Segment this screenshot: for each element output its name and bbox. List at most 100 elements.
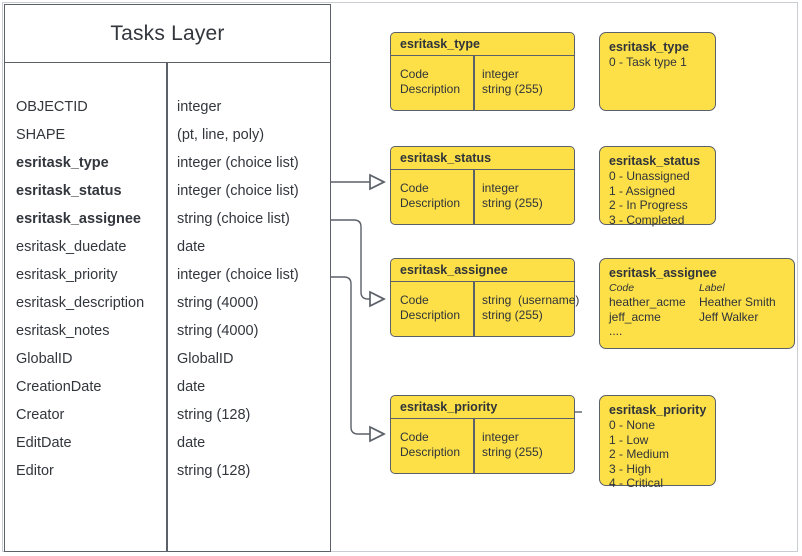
value-line: 0 - Task type 1: [609, 55, 687, 69]
field-type: date: [177, 239, 206, 255]
field-row[interactable]: Creator string (128): [5, 401, 330, 429]
field-row[interactable]: Editor string (128): [5, 457, 330, 485]
field-name: Editor: [16, 463, 54, 479]
field-row[interactable]: esritask_status integer (choice list): [5, 177, 330, 205]
definition-box-title: esritask_assignee: [391, 259, 574, 282]
field-row[interactable]: esritask_description string (4000): [5, 289, 330, 317]
definition-box-right-column: string (username) string (255): [482, 293, 580, 322]
field-row[interactable]: esritask_assignee string (choice list): [5, 205, 330, 233]
value-grid-row: ....: [609, 324, 785, 339]
value-grid-code: heather_acme: [609, 295, 686, 309]
connector-assignee: [331, 276, 384, 434]
field-name: OBJECTID: [16, 99, 88, 115]
value-grid-header: Code Label: [609, 281, 785, 295]
value-line: 1 - Assigned: [609, 183, 676, 198]
field-type: integer (choice list): [177, 267, 299, 283]
field-name: esritask_assignee: [16, 211, 141, 227]
field-type: string (128): [177, 463, 251, 479]
field-type: date: [177, 379, 206, 395]
field-name: CreationDate: [16, 379, 102, 395]
definition-box-esritask-assignee[interactable]: esritask_assignee Code Description strin…: [390, 258, 579, 337]
value-box-lines: 0 - Task type 1: [609, 55, 706, 70]
value-line: 4 - Critical: [609, 476, 664, 490]
field-type: string (128): [177, 407, 251, 423]
definition-box-right-column: integer string (255): [482, 67, 543, 96]
field-row[interactable]: OBJECTID integer: [5, 93, 330, 121]
value-grid-header-code: Code: [609, 282, 635, 294]
definition-box-esritask-type[interactable]: esritask_type Code Description integer s…: [390, 32, 575, 111]
value-grid-code: ....: [609, 324, 623, 338]
value-line: 0 - Unassigned: [609, 169, 690, 183]
field-type: integer (choice list): [177, 155, 299, 171]
value-line: 2 - Medium: [609, 447, 670, 461]
definition-box-title: esritask_priority: [391, 396, 574, 419]
field-type: integer (choice list): [177, 183, 299, 199]
field-name: Creator: [16, 407, 65, 423]
field-name: esritask_type: [16, 155, 109, 171]
field-row[interactable]: esritask_type integer (choice list): [5, 149, 330, 177]
field-name: EditDate: [16, 435, 72, 451]
definition-box-title: esritask_type: [391, 33, 574, 56]
field-name: esritask_priority: [16, 267, 118, 283]
field-row[interactable]: CreationDate date: [5, 373, 330, 401]
entity-column-divider: [166, 63, 168, 551]
value-line: 3 - Completed: [609, 212, 685, 227]
value-grid-row: jeff_acme Jeff Walker: [609, 310, 785, 325]
field-type: string (4000): [177, 295, 259, 311]
value-line: 3 - High: [609, 461, 652, 476]
definition-box-body: Code Description integer string (255): [391, 170, 574, 224]
field-row[interactable]: esritask_priority integer (choice list): [5, 261, 330, 289]
definition-box-esritask-status[interactable]: esritask_status Code Description integer…: [390, 146, 575, 225]
field-name: esritask_status: [16, 183, 122, 199]
field-name: esritask_notes: [16, 323, 110, 339]
field-row[interactable]: esritask_duedate date: [5, 233, 330, 261]
field-row[interactable]: SHAPE (pt, line, poly): [5, 121, 330, 149]
definition-box-divider: [473, 170, 475, 224]
definition-box-left-column: Code Description: [400, 181, 461, 210]
definition-box-divider: [473, 56, 475, 110]
value-line: 0 - None: [609, 418, 656, 432]
value-line: 2 - In Progress: [609, 198, 688, 212]
value-grid-code: jeff_acme: [609, 309, 661, 324]
value-grid-label: Jeff Walker: [699, 309, 759, 324]
field-type: integer: [177, 99, 222, 115]
connector-status: [331, 219, 384, 299]
value-box-esritask-type[interactable]: esritask_type 0 - Task type 1: [599, 32, 716, 111]
definition-box-left-column: Code Description: [400, 293, 461, 322]
definition-box-esritask-priority[interactable]: esritask_priority Code Description integ…: [390, 395, 575, 474]
field-name: esritask_duedate: [16, 239, 127, 255]
value-line: 1 - Low: [609, 432, 649, 447]
definition-box-left-column: Code Description: [400, 430, 461, 459]
field-type: string (4000): [177, 323, 259, 339]
definition-box-body: Code Description integer string (255): [391, 56, 574, 110]
definition-box-body: Code Description integer string (255): [391, 419, 574, 473]
definition-box-right-column: integer string (255): [482, 181, 543, 210]
definition-box-divider: [473, 419, 475, 473]
field-name: esritask_description: [16, 295, 145, 311]
value-box-title: esritask_type: [609, 40, 689, 54]
field-name: SHAPE: [16, 127, 66, 143]
field-row[interactable]: esritask_notes string (4000): [5, 317, 330, 345]
value-box-title: esritask_status: [609, 154, 701, 168]
definition-box-right-column: integer string (255): [482, 430, 543, 459]
definition-box-divider: [473, 282, 475, 336]
entity-title: Tasks Layer: [5, 5, 330, 63]
definition-box-body: Code Description string (username) strin…: [391, 282, 579, 336]
value-box-title: esritask_assignee: [609, 266, 717, 280]
field-type: string (choice list): [177, 211, 290, 227]
field-type: (pt, line, poly): [177, 127, 265, 143]
value-grid-header-label: Label: [699, 282, 725, 294]
